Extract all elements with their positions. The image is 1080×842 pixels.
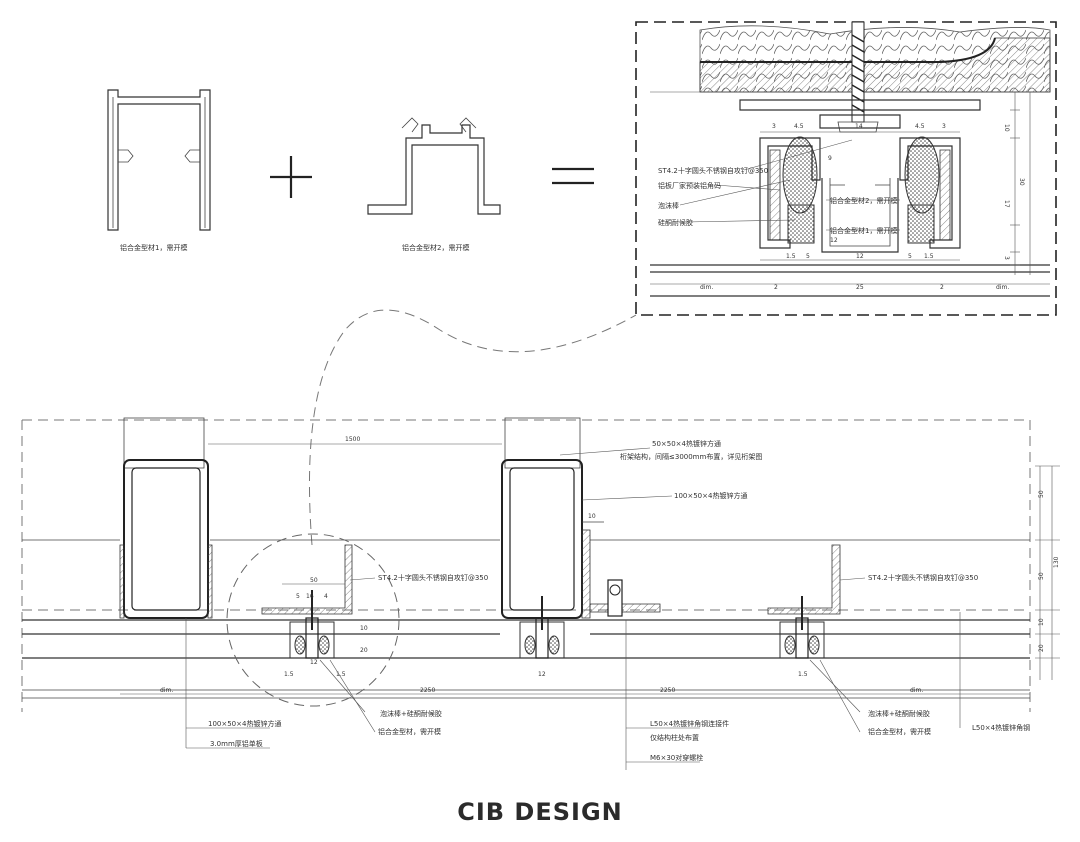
joint-dim-4: 4 [324, 593, 328, 600]
detail-enlargement: 3 4.5 14 4.5 3 1.5 5 12 5 1.5 2 25 2 dim… [635, 21, 1057, 316]
angle-right [767, 544, 841, 615]
detail-dim-3a: 3 [772, 123, 776, 130]
bolt-graphic [600, 579, 630, 621]
detail-profile1-label: 铝合金型材1，需开模 [830, 226, 897, 235]
callout-angle-right: L50×4热镀锌角钢 [972, 723, 1030, 732]
dim-2250b: 2250 [660, 687, 675, 694]
main-section: 50 50 130 10 20 1500 dim. 2250 2250 dim.… [21, 417, 1060, 770]
sealant-right [907, 204, 935, 244]
joint-vdim-10: 10 [360, 625, 368, 632]
callout-foam-left: 泡沫棒+硅酮耐候胶 [380, 709, 442, 718]
detail-screw-label: ST4.2十字圆头不锈钢自攻钉@350 [658, 166, 768, 175]
plus-symbol [270, 156, 312, 198]
callout-screw-right: ST4.2十字圆头不锈钢自攻钉@350 [868, 573, 978, 582]
detail-vdim-10: 10 [1003, 124, 1010, 132]
detail-vdim-17: 17 [1003, 200, 1010, 208]
detail-dim-2a: 2 [774, 284, 778, 291]
angle-middle [589, 603, 661, 613]
callout-profile-left: 铝合金型材，需开模 [378, 727, 441, 736]
joint-dim-12b: 12 [538, 671, 546, 678]
profile2-section: 铝合金型材2，需开模 [367, 117, 501, 252]
joint-vdim-20: 20 [360, 647, 368, 654]
foam-rod-left [782, 136, 818, 214]
vdim-50a: 50 [1038, 490, 1045, 498]
detail-dim-3b: 3 [942, 123, 946, 130]
detail-vdim-3: 3 [1003, 256, 1010, 260]
detail-dim-right: dim. [996, 284, 1009, 291]
dim-right: dim. [910, 687, 923, 694]
joint-dim-1-5a: 1.5 [284, 671, 294, 678]
vdim-50b: 50 [1038, 572, 1045, 580]
equals-symbol [552, 167, 594, 185]
callout-tube-main: 100×50×4热镀锌方通 [674, 491, 747, 500]
dim-left: dim. [160, 687, 173, 694]
detail-dim-14: 14 [855, 123, 863, 130]
detail-dim-2b: 2 [940, 284, 944, 291]
sealant-left [787, 204, 815, 244]
joint-dim-1-5b: 1.5 [336, 671, 346, 678]
callout-screw-left: ST4.2十字圆头不锈钢自攻钉@350 [378, 573, 488, 582]
screw-graphic [837, 21, 879, 133]
brand-logo: CIB DESIGN [457, 798, 623, 826]
dim-1500: 1500 [345, 436, 360, 443]
detail-profile2-label: 铝合金型材2，需开模 [830, 196, 897, 205]
dim-2250a: 2250 [420, 687, 435, 694]
callout-foam-right: 泡沫棒+硅酮耐候胶 [868, 709, 930, 718]
joint-dim-1-5c: 1.5 [798, 671, 808, 678]
joint-dim-5: 5 [296, 593, 300, 600]
detail-dim-5a: 5 [806, 253, 810, 260]
callout-panel: 3.0mm厚铝单板 [210, 739, 263, 748]
vdim-10: 10 [1038, 618, 1045, 626]
detail-vdim-12: 12 [830, 237, 838, 244]
detail-dim-12: 12 [856, 253, 864, 260]
steel-tube-middle [501, 459, 583, 619]
detail-dim-left: dim. [700, 284, 713, 291]
joint-dim-16: 16 [306, 593, 314, 600]
callout-angle2: 仅结构柱处布置 [650, 733, 699, 742]
detail-bracket-label: 铝板厂家预装铝角码 [658, 181, 721, 190]
vdim-130: 130 [1053, 556, 1060, 568]
joint-dim-12a: 12 [310, 659, 318, 666]
callout-truss: 桁架结构，间隔≤3000mm布置，详见桁架图 [620, 452, 762, 461]
profile1-section: 铝合金型材1，需开模 [107, 89, 211, 252]
foam-rod-right [904, 136, 940, 214]
detail-dim-4-5b: 4.5 [915, 123, 925, 130]
detail-connector-curve [309, 309, 637, 546]
callout-tube-bottom: 100×50×4热镀锌方通 [208, 719, 281, 728]
angle-left [261, 544, 353, 615]
callout-tube-top: 50×50×4热镀锌方通 [652, 439, 721, 448]
detail-dim-1-5b: 1.5 [924, 253, 934, 260]
detail-dim-1-5a: 1.5 [786, 253, 796, 260]
profile2-label: 铝合金型材2，需开模 [402, 243, 469, 252]
callout-profile-right: 铝合金型材，需开模 [868, 727, 931, 736]
dim-50: 50 [310, 577, 318, 584]
callout-bolt: M6×30对穿螺栓 [650, 753, 703, 762]
callout-angle: L50×4热镀锌角钢连接件 [650, 719, 729, 728]
detail-foam-label: 泡沫棒 [658, 201, 679, 210]
joint-right [779, 596, 825, 659]
joint-left [289, 590, 335, 659]
dim-10: 10 [588, 513, 596, 520]
detail-dim-4-5a: 4.5 [794, 123, 804, 130]
joint-middle [519, 596, 565, 659]
detail-dim-25: 25 [856, 284, 864, 291]
detail-dim-5b: 5 [908, 253, 912, 260]
detail-callout-circle [226, 533, 400, 707]
vdim-20: 20 [1038, 644, 1045, 652]
detail-vdim-30: 30 [1018, 178, 1025, 186]
steel-tube-left [123, 459, 209, 619]
detail-sealant-label: 硅酮耐候胶 [658, 218, 693, 227]
profile1-label: 铝合金型材1，需开模 [120, 243, 187, 252]
detail-vdim-9: 9 [828, 155, 832, 162]
